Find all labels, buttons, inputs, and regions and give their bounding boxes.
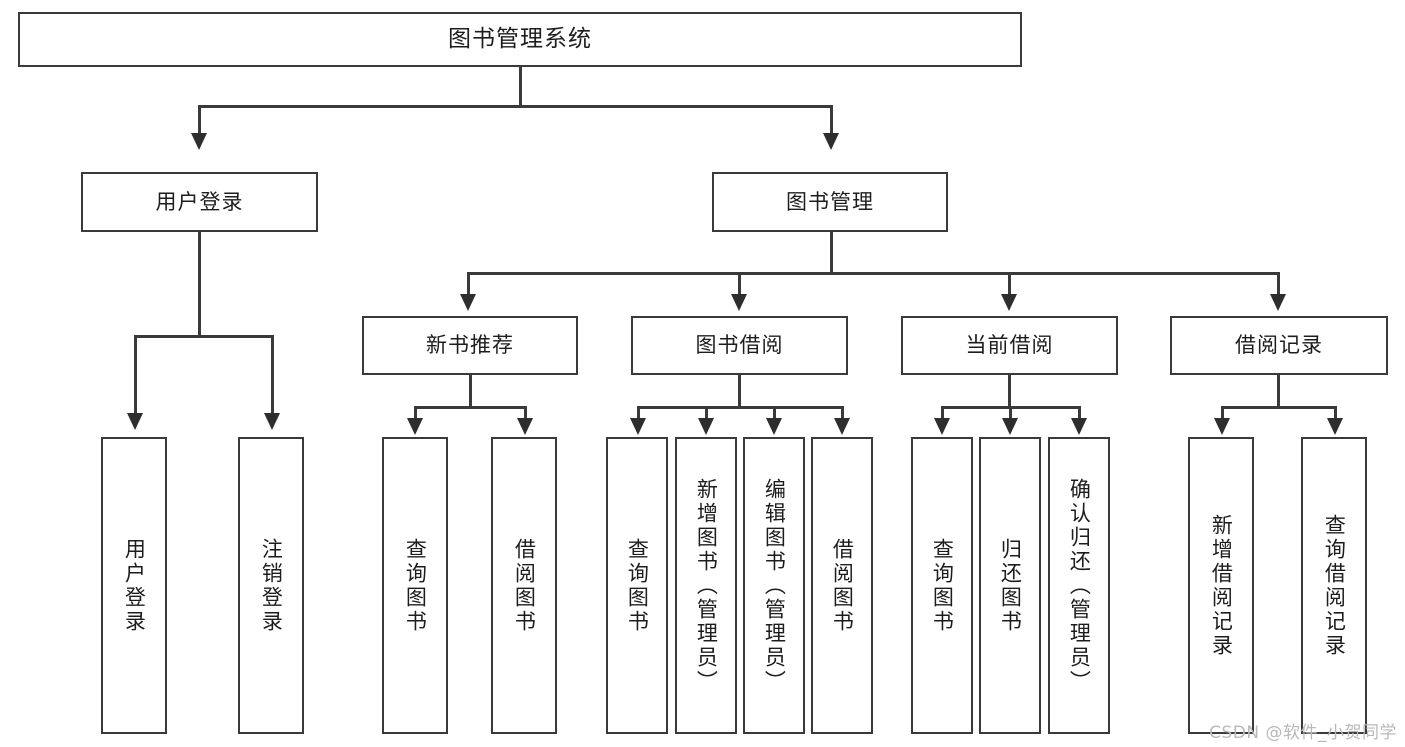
leaf-new-book-borrow[interactable]: 借阅图书 (491, 437, 557, 734)
leaf-label: 查询图书 (403, 537, 428, 634)
leaf-book-borrow-query[interactable]: 查询图书 (606, 437, 668, 734)
arrow-user-login-to-leaf-2 (264, 413, 280, 430)
connector-cb-to-leaf-2 (1009, 406, 1012, 420)
node-label: 借阅记录 (1235, 333, 1323, 358)
node-label: 图书借阅 (695, 333, 784, 358)
connector-bm-to-borrow-record (1277, 272, 1280, 296)
connector-user-login-bar (134, 335, 273, 338)
node-new-book-recommend[interactable]: 新书推荐 (362, 316, 578, 375)
leaf-user-login-signout[interactable]: 注销登录 (238, 437, 304, 734)
node-borrow-record[interactable]: 借阅记录 (1170, 316, 1388, 375)
node-label: 图书管理系统 (448, 25, 592, 52)
connector-borrow-record-spine (1277, 375, 1280, 408)
node-root-book-management-system[interactable]: 图书管理系统 (18, 12, 1022, 67)
connector-bm-to-book-borrow (738, 272, 741, 296)
arrow-bb-to-leaf-3 (766, 418, 782, 435)
connector-br-to-leaf-1 (1221, 406, 1224, 420)
leaf-borrow-record-add[interactable]: 新增借阅记录 (1188, 437, 1254, 734)
connector-cb-to-leaf-3 (1078, 406, 1081, 420)
arrow-bm-to-current-borrow (1001, 294, 1017, 311)
connector-bm-to-new-book (467, 272, 470, 296)
connector-bb-to-leaf-4 (841, 406, 844, 420)
connector-root-bar (198, 105, 832, 108)
arrow-br-to-leaf-1 (1214, 418, 1230, 435)
leaf-book-borrow-edit[interactable]: 编辑图书（管理员） (743, 437, 805, 734)
node-label: 当前借阅 (965, 333, 1054, 358)
connector-root-to-book-management (830, 105, 833, 135)
arrow-cb-to-leaf-2 (1002, 418, 1018, 435)
node-user-login[interactable]: 用户登录 (81, 172, 318, 232)
leaf-label: 查询借阅记录 (1322, 513, 1347, 658)
connector-new-book-bar (414, 406, 526, 409)
node-current-borrow[interactable]: 当前借阅 (901, 316, 1118, 375)
connector-user-login-to-leaf-1 (134, 335, 137, 415)
arrow-root-to-user-login (191, 133, 207, 150)
leaf-label: 查询图书 (625, 537, 650, 634)
leaf-new-book-query[interactable]: 查询图书 (382, 437, 448, 734)
leaf-book-borrow-lend[interactable]: 借阅图书 (811, 437, 873, 734)
leaf-label: 借阅图书 (830, 537, 855, 634)
arrow-cb-to-leaf-1 (934, 418, 950, 435)
arrow-new-book-to-leaf-1 (407, 418, 423, 435)
leaf-label: 归还图书 (998, 537, 1023, 634)
connector-borrow-record-bar (1221, 406, 1336, 409)
connector-root-spine (519, 67, 522, 107)
arrow-br-to-leaf-2 (1327, 418, 1343, 435)
leaf-label: 借阅图书 (512, 537, 537, 634)
node-label: 用户登录 (155, 189, 244, 214)
connector-cb-to-leaf-1 (941, 406, 944, 420)
node-label: 图书管理 (786, 189, 874, 214)
connector-book-borrow-spine (738, 375, 741, 408)
leaf-label: 编辑图书（管理员） (762, 477, 787, 694)
leaf-label: 确认归还（管理员） (1067, 477, 1092, 694)
connector-bb-to-leaf-3 (773, 406, 776, 420)
connector-user-login-to-leaf-2 (271, 335, 274, 415)
leaf-label: 注销登录 (259, 537, 284, 634)
arrow-bb-to-leaf-2 (698, 418, 714, 435)
connector-br-to-leaf-2 (1334, 406, 1337, 420)
connector-user-login-spine (198, 232, 201, 337)
arrow-cb-to-leaf-3 (1071, 418, 1087, 435)
arrow-bb-to-leaf-1 (630, 418, 646, 435)
arrow-root-to-book-management (823, 133, 839, 150)
arrow-user-login-to-leaf-1 (127, 413, 143, 430)
leaf-label: 新增图书（管理员） (694, 477, 719, 694)
node-label: 新书推荐 (426, 333, 514, 358)
connector-bm-to-current-borrow (1008, 272, 1011, 296)
connector-root-to-user-login (198, 105, 201, 135)
connector-book-management-bar (467, 272, 1278, 275)
leaf-current-borrow-return[interactable]: 归还图书 (979, 437, 1041, 734)
arrow-bb-to-leaf-4 (834, 418, 850, 435)
leaf-label: 查询图书 (930, 537, 955, 634)
connector-book-borrow-bar (637, 406, 843, 409)
leaf-current-borrow-confirm-return[interactable]: 确认归还（管理员） (1048, 437, 1110, 734)
arrow-new-book-to-leaf-2 (517, 418, 533, 435)
connector-current-borrow-spine (1008, 375, 1011, 408)
arrow-bm-to-borrow-record (1270, 294, 1286, 311)
connector-new-book-spine (469, 375, 472, 408)
leaf-label: 新增借阅记录 (1209, 513, 1234, 658)
leaf-book-borrow-add[interactable]: 新增图书（管理员） (675, 437, 737, 734)
node-book-management[interactable]: 图书管理 (712, 172, 948, 232)
leaf-current-borrow-query[interactable]: 查询图书 (911, 437, 973, 734)
node-book-borrow[interactable]: 图书借阅 (631, 316, 848, 375)
leaf-label: 用户登录 (122, 537, 147, 634)
connector-new-book-to-leaf-1 (414, 406, 417, 420)
leaf-user-login-signin[interactable]: 用户登录 (101, 437, 167, 734)
arrow-bm-to-book-borrow (731, 294, 747, 311)
connector-bb-to-leaf-1 (637, 406, 640, 420)
leaf-borrow-record-query[interactable]: 查询借阅记录 (1301, 437, 1367, 734)
connector-bb-to-leaf-2 (705, 406, 708, 420)
arrow-bm-to-new-book (460, 294, 476, 311)
connector-new-book-to-leaf-2 (524, 406, 527, 420)
connector-book-management-spine (830, 232, 833, 274)
